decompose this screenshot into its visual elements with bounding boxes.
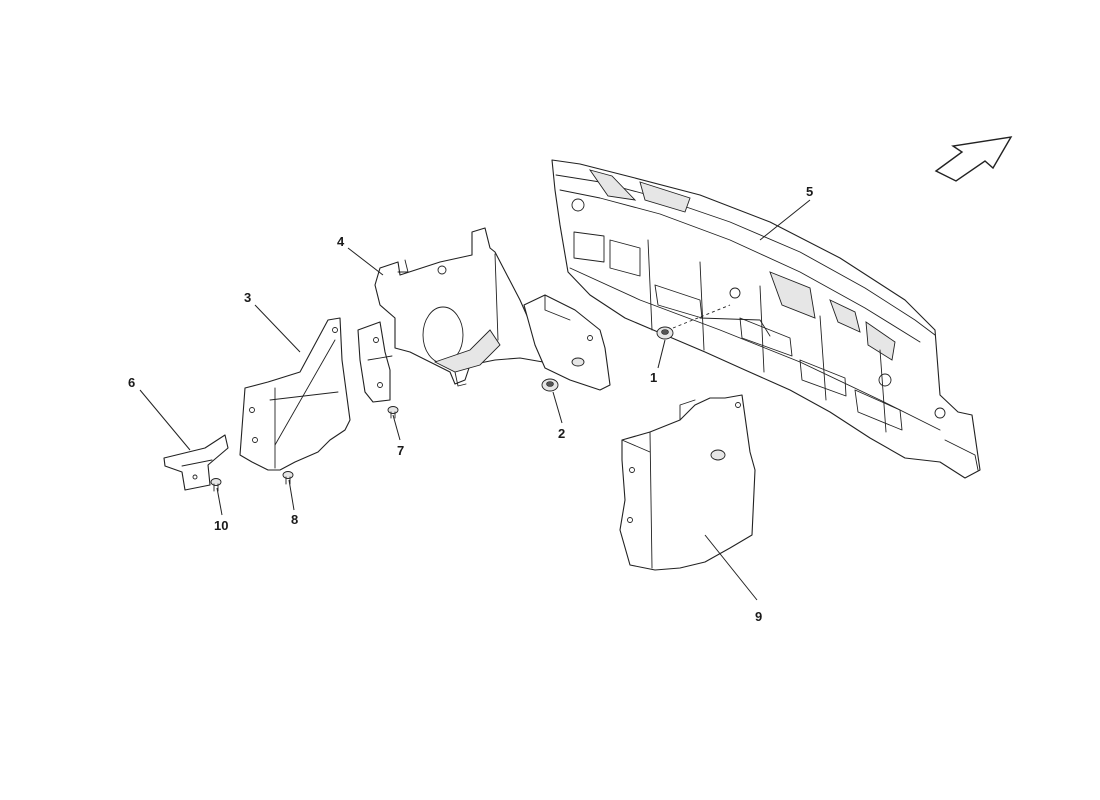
callout-9: 9 (755, 609, 762, 624)
leader-lines (139, 199, 811, 601)
part-2-nut[interactable] (541, 378, 559, 392)
part-4-center-shield[interactable] (374, 227, 544, 387)
part-8-bolt[interactable] (282, 471, 294, 485)
part-9-right-shield[interactable] (619, 394, 756, 571)
callout-1: 1 (650, 370, 657, 385)
part-6-bracket[interactable] (163, 434, 229, 491)
part-5-rear-panel[interactable] (551, 159, 981, 479)
part-7-bolt[interactable] (387, 406, 399, 419)
callout-10: 10 (214, 518, 228, 533)
part-1-nut[interactable] (656, 304, 731, 340)
callout-6: 6 (128, 375, 135, 390)
part-3-left-panel[interactable] (239, 317, 351, 471)
callout-8: 8 (291, 512, 298, 527)
callout-5: 5 (806, 184, 813, 199)
part-10-bolt[interactable] (210, 478, 222, 492)
callout-4: 4 (337, 234, 345, 249)
part-2-bracket-panel[interactable] (523, 294, 611, 391)
part-4-lower-panel[interactable] (357, 321, 393, 403)
direction-arrow-icon (934, 136, 1013, 182)
callout-labels: 1 2 3 4 5 6 7 8 9 10 (128, 184, 813, 624)
callout-2: 2 (558, 426, 565, 441)
callout-7: 7 (397, 443, 404, 458)
callout-3: 3 (244, 290, 251, 305)
